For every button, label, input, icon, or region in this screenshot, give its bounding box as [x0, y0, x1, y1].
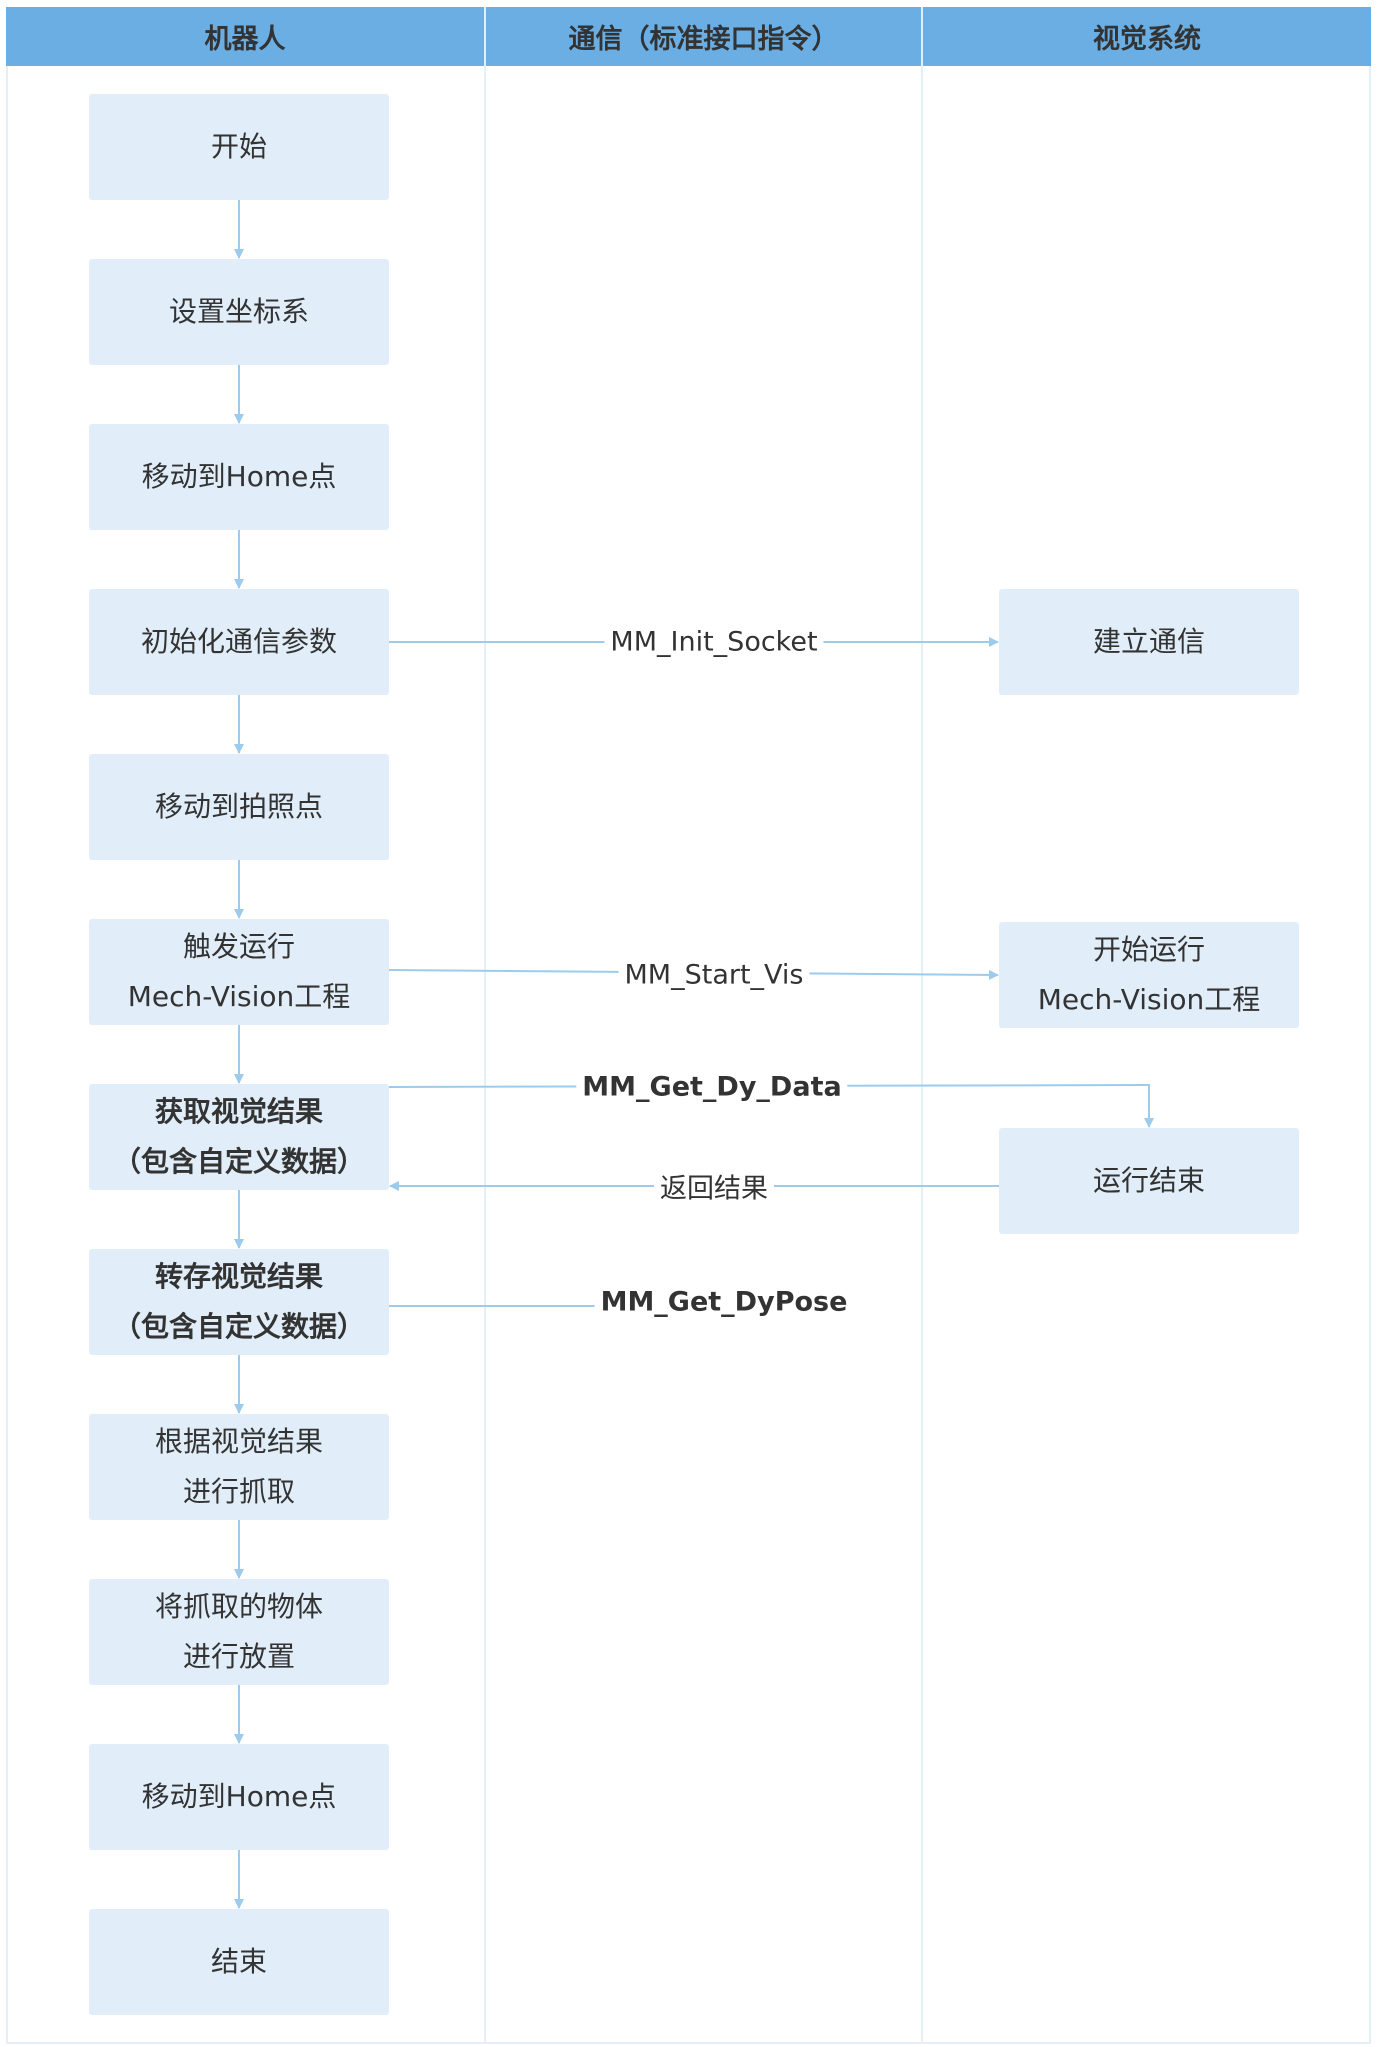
robot-step-move-home-2-line: 移动到Home点 [141, 1780, 337, 1813]
message-label-init-socket: MM_Init_Socket [604, 626, 824, 658]
lane-header-vision: 视觉系统 [923, 7, 1371, 66]
robot-step-move-photo-line: 移动到拍照点 [154, 790, 323, 823]
lane-title-robot: 机器人 [204, 24, 286, 55]
robot-step-move-home-1: 移动到Home点 [89, 424, 389, 530]
robot-step-end-line: 结束 [210, 1945, 267, 1978]
robot-step-get-result-line: 获取视觉结果 [154, 1095, 323, 1128]
robot-step-place: 将抓取的物体进行放置 [89, 1579, 389, 1685]
robot-step-end: 结束 [89, 1909, 389, 2015]
robot-step-get-result-line: （包含自定义数据） [112, 1145, 365, 1178]
robot-step-store-result-line: 转存视觉结果 [154, 1260, 323, 1293]
robot-step-trigger-run-line: 触发运行 [182, 930, 295, 963]
robot-step-move-home-1-line: 移动到Home点 [141, 460, 337, 493]
robot-step-store-result-line: （包含自定义数据） [112, 1310, 365, 1343]
lane-header-robot: 机器人 [6, 7, 484, 66]
robot-step-move-photo: 移动到拍照点 [89, 754, 389, 860]
lane-header-comm: 通信（标准接口指令） [486, 7, 921, 66]
vision-step-establish: 建立通信 [999, 589, 1299, 695]
robot-step-init-comm-line: 初始化通信参数 [140, 625, 337, 658]
robot-step-grab-line: 根据视觉结果 [154, 1425, 323, 1458]
lane-divider-1 [484, 7, 486, 2044]
robot-step-trigger-run-line: Mech-Vision工程 [127, 980, 351, 1013]
robot-step-start-line: 开始 [210, 130, 267, 163]
message-label-get-dypose: MM_Get_DyPose [594, 1286, 854, 1318]
robot-step-trigger-run: 触发运行 Mech-Vision工程 [89, 919, 389, 1025]
robot-step-get-result: 获取视觉结果 （包含自定义数据） [89, 1084, 389, 1190]
robot-step-place-line: 进行放置 [182, 1640, 295, 1673]
robot-step-place-line: 将抓取的物体 [154, 1590, 323, 1623]
robot-step-grab: 根据视觉结果进行抓取 [89, 1414, 389, 1520]
vision-step-start-run: 开始运行 Mech-Vision工程 [999, 922, 1299, 1028]
vision-step-establish-line: 建立通信 [1092, 625, 1205, 658]
vision-step-start-run-line: 开始运行 [1092, 933, 1205, 966]
message-label-return-result: 返回结果 [654, 1166, 774, 1206]
lane-title-comm: 通信（标准接口指令） [568, 24, 839, 55]
robot-step-move-home-2: 移动到Home点 [89, 1744, 389, 1850]
robot-step-set-coord-line: 设置坐标系 [168, 295, 309, 328]
vision-step-start-run-line: Mech-Vision工程 [1037, 983, 1261, 1016]
vision-step-run-end: 运行结束 [999, 1128, 1299, 1234]
robot-step-set-coord: 设置坐标系 [89, 259, 389, 365]
robot-step-start: 开始 [89, 94, 389, 200]
robot-step-store-result: 转存视觉结果 （包含自定义数据） [89, 1249, 389, 1355]
robot-step-grab-line: 进行抓取 [182, 1475, 295, 1508]
message-label-get-dy-data: MM_Get_Dy_Data [576, 1071, 848, 1103]
lane-title-vision: 视觉系统 [1093, 24, 1201, 55]
robot-step-init-comm: 初始化通信参数 [89, 589, 389, 695]
vision-step-run-end-line: 运行结束 [1092, 1164, 1205, 1197]
message-label-start-vis: MM_Start_Vis [618, 959, 810, 991]
lane-divider-2 [921, 7, 923, 2044]
